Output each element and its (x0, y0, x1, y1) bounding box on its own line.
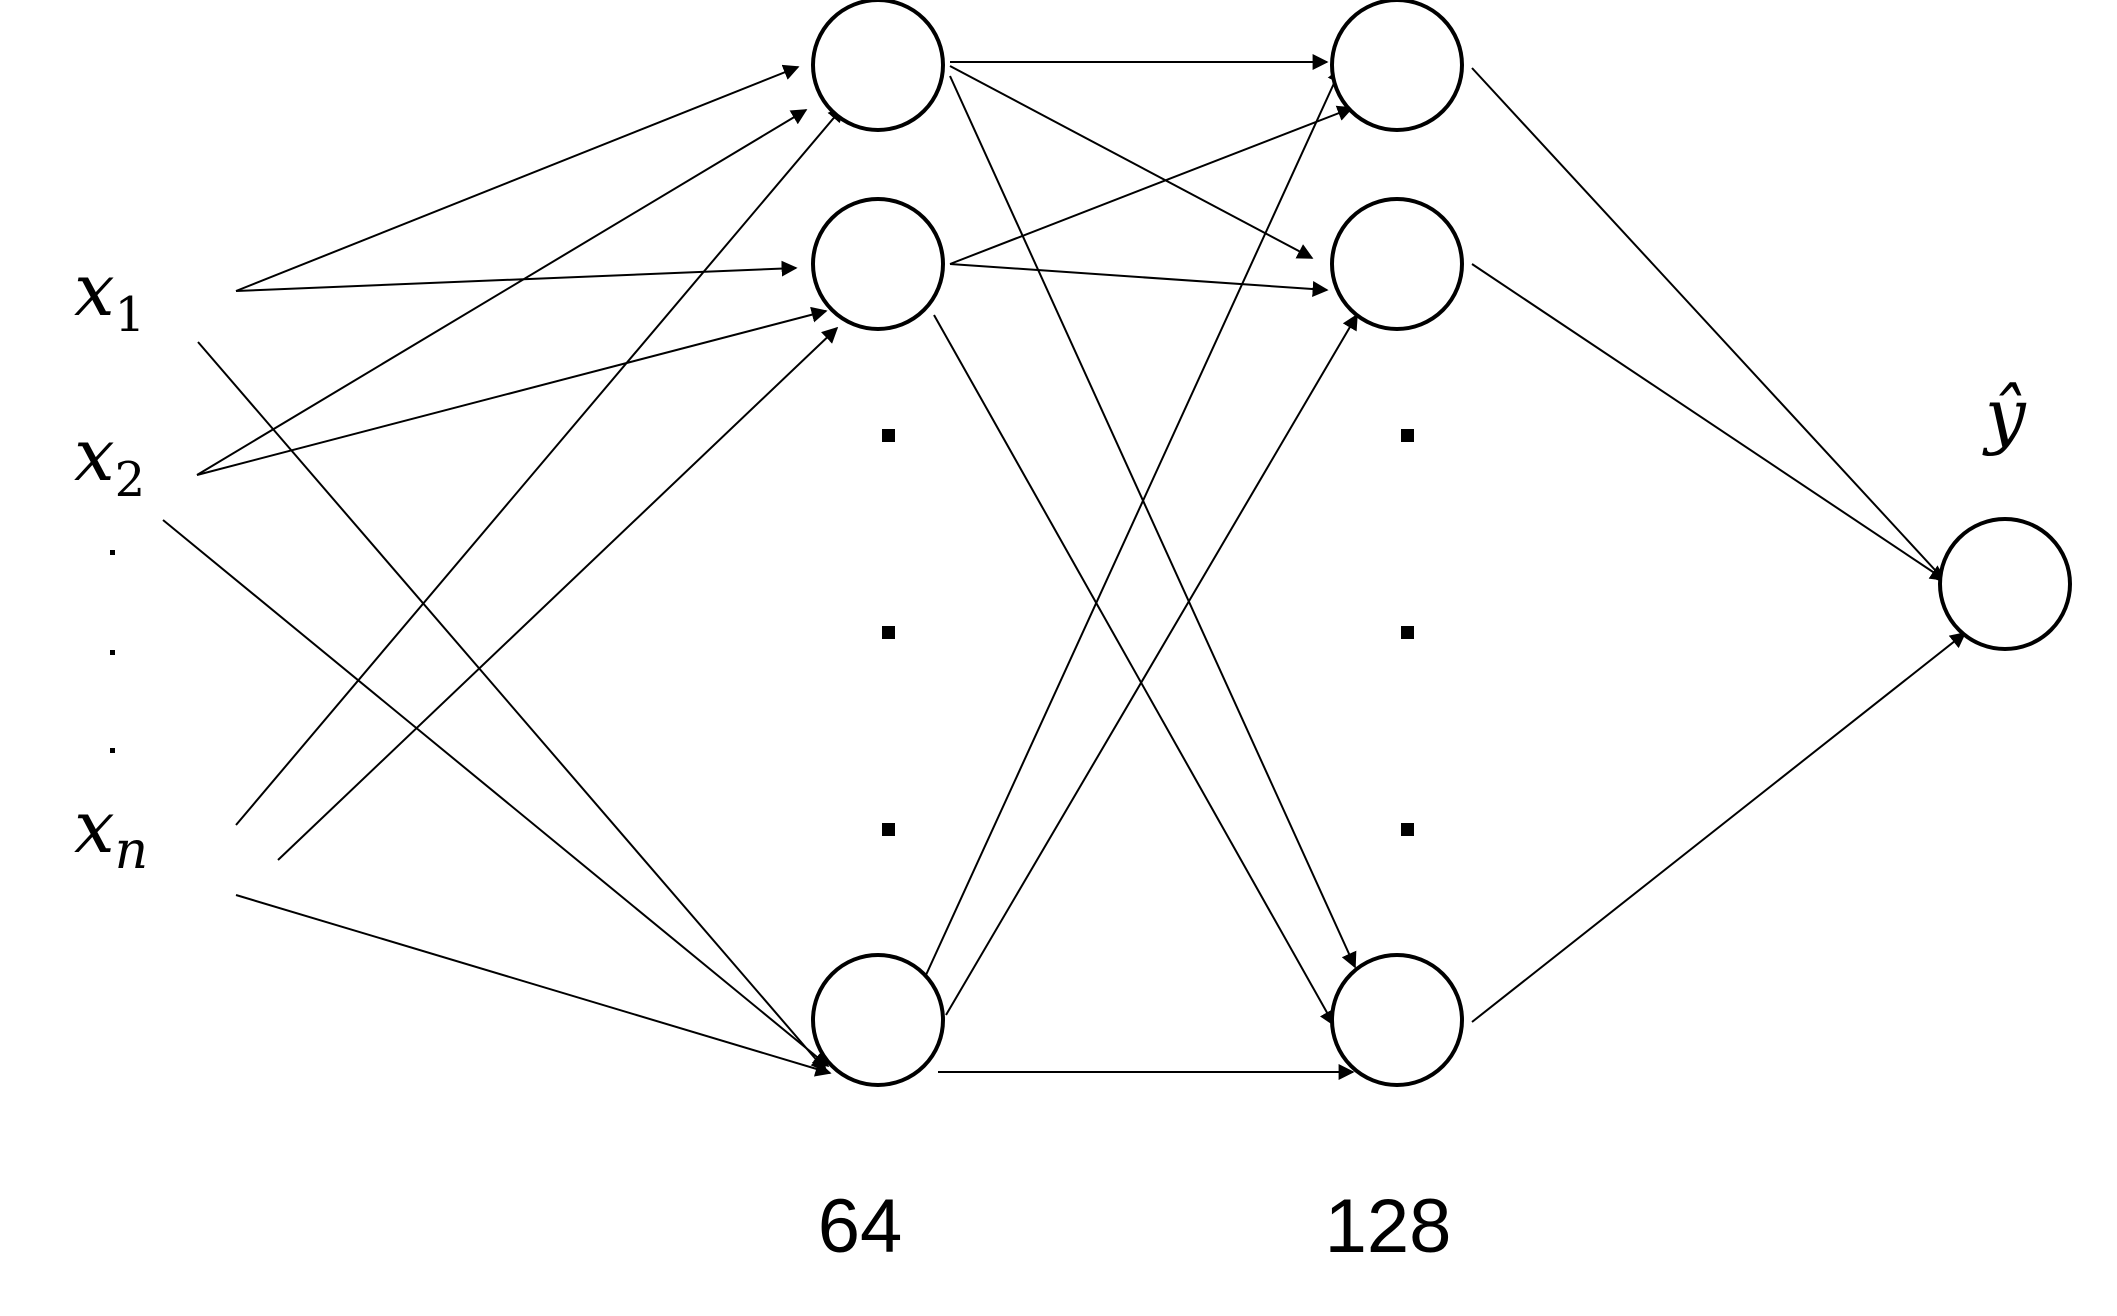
connection-arrow (196, 306, 828, 476)
input-label-x2: x2 (74, 413, 145, 508)
connection-arrow (196, 109, 808, 476)
hidden1-size-label: 64 (818, 1184, 903, 1269)
connection-arrow (949, 263, 1329, 297)
connection-arrow (1471, 67, 1949, 585)
hidden2-neuron-last (1330, 953, 1464, 1087)
output-label: ŷ (1982, 373, 2027, 457)
connection-arrow (235, 105, 845, 826)
connection-arrow (235, 894, 832, 1077)
connection-arrow (945, 313, 1358, 1016)
connection-arrow (933, 314, 1335, 1027)
connection-arrow (925, 66, 1343, 976)
connection-arrow (197, 341, 828, 1073)
connection-arrow (235, 260, 798, 292)
hidden1-neuron-last (811, 953, 945, 1087)
hidden1-neuron-1 (811, 0, 945, 132)
connections (162, 54, 1967, 1080)
connection-arrow (949, 105, 1354, 265)
hidden2-size-label: 128 (1325, 1184, 1452, 1269)
input-ellipsis (110, 550, 115, 753)
hidden1-ellipsis (882, 429, 895, 836)
connection-arrow (1471, 632, 1967, 1023)
hidden2-ellipsis (1401, 429, 1414, 836)
connection-arrow (1471, 263, 1947, 581)
connection-arrow (162, 519, 830, 1068)
hidden2-neuron-2 (1330, 197, 1464, 331)
connection-arrow (949, 65, 1314, 259)
hidden2-neuron-1 (1330, 0, 1464, 132)
connection-arrow (949, 75, 1357, 969)
connection-arrow (235, 64, 800, 292)
output-neuron (1938, 517, 2072, 651)
input-label-x1: x1 (74, 248, 145, 343)
input-label-xn: xn (74, 785, 148, 881)
hidden1-neuron-2 (811, 197, 945, 331)
connection-arrow (277, 326, 839, 861)
